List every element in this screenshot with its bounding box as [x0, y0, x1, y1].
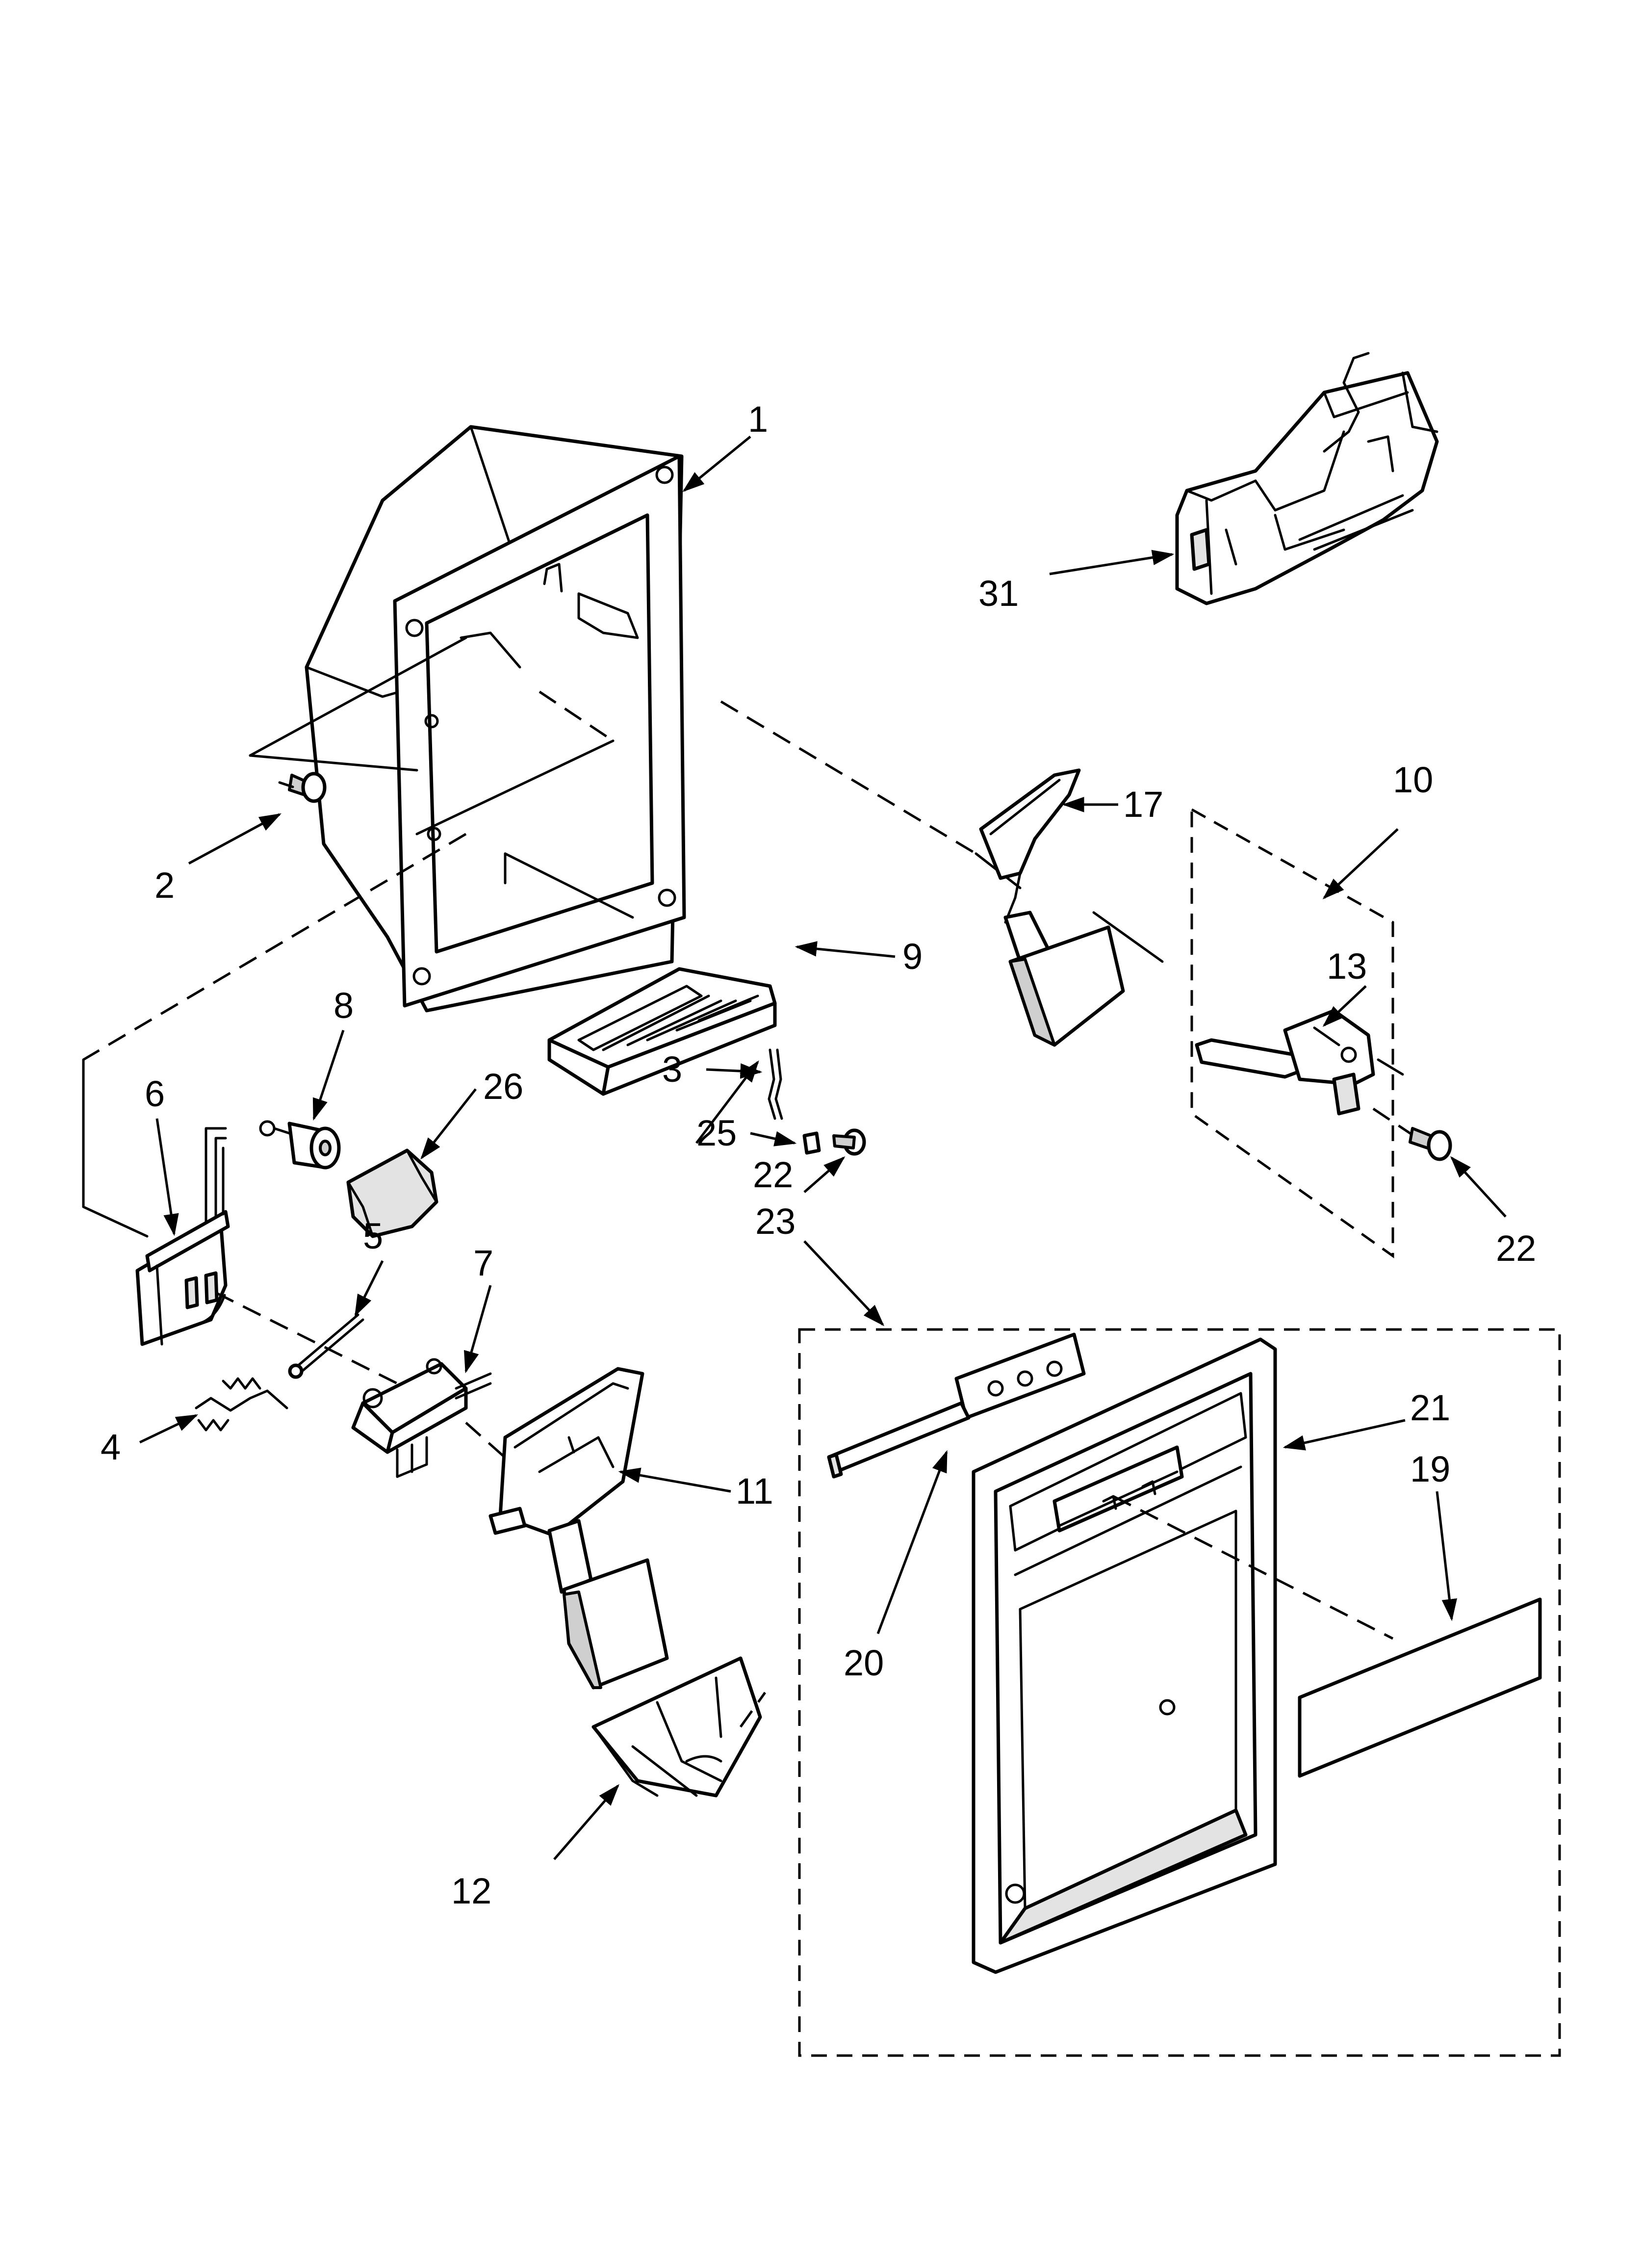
part-6-switch-module [135, 1127, 230, 1346]
callout-25: 25 [696, 1113, 737, 1153]
part-11-lever-arm [488, 1367, 669, 1690]
callout-22a: 22 [753, 1154, 793, 1195]
callout-10: 10 [1393, 759, 1433, 800]
part-17-lever [979, 768, 1125, 1047]
part-3-spring-clip [768, 1048, 783, 1120]
leader-lines [139, 436, 1507, 1860]
callout-11: 11 [736, 1471, 773, 1512]
callout-17: 17 [1123, 784, 1163, 825]
part-4-spring [195, 1377, 288, 1432]
part-5-pin [288, 1313, 364, 1379]
callout-21: 21 [1410, 1387, 1450, 1428]
callout-23: 23 [755, 1201, 795, 1242]
callout-1: 1 [748, 399, 768, 440]
part-19-label-plate [1298, 1597, 1542, 1778]
part-7-bracket [351, 1358, 492, 1478]
part-22-screw-b [1372, 1107, 1452, 1161]
callout-31: 31 [978, 573, 1019, 614]
callout-22b: 22 [1496, 1228, 1536, 1269]
callout-7: 7 [473, 1243, 493, 1283]
part-25-clip [802, 1131, 821, 1155]
callout-9: 9 [902, 936, 923, 977]
part-13-lever [1195, 1009, 1404, 1116]
callout-26: 26 [483, 1066, 523, 1107]
part-9-guide [547, 967, 777, 1096]
part-20-control-board [827, 1332, 1086, 1479]
part-2-screw [278, 772, 327, 803]
part-26-cover [346, 1148, 438, 1238]
callout-5: 5 [363, 1216, 383, 1256]
callout-6: 6 [145, 1073, 165, 1114]
part-21-bezel [972, 1337, 1277, 1974]
group-box-23 [798, 1328, 1561, 2057]
part-12-chute-funnel [591, 1656, 762, 1798]
part-8-actuator [259, 1120, 341, 1170]
callout-4: 4 [101, 1427, 121, 1467]
callout-19: 19 [1410, 1449, 1450, 1489]
part-31-module [1175, 352, 1439, 605]
callout-3: 3 [662, 1049, 682, 1090]
callout-13: 13 [1327, 946, 1367, 987]
part-22-screw-a [832, 1128, 866, 1156]
callout-labels: 1 2 3 4 5 6 7 8 9 10 11 12 13 17 19 20 2… [101, 399, 1536, 1911]
callout-12: 12 [451, 1871, 491, 1911]
part-1-chute-housing [305, 425, 686, 1013]
callout-8: 8 [334, 985, 354, 1026]
callout-20: 20 [844, 1642, 884, 1683]
callout-2: 2 [154, 865, 175, 906]
